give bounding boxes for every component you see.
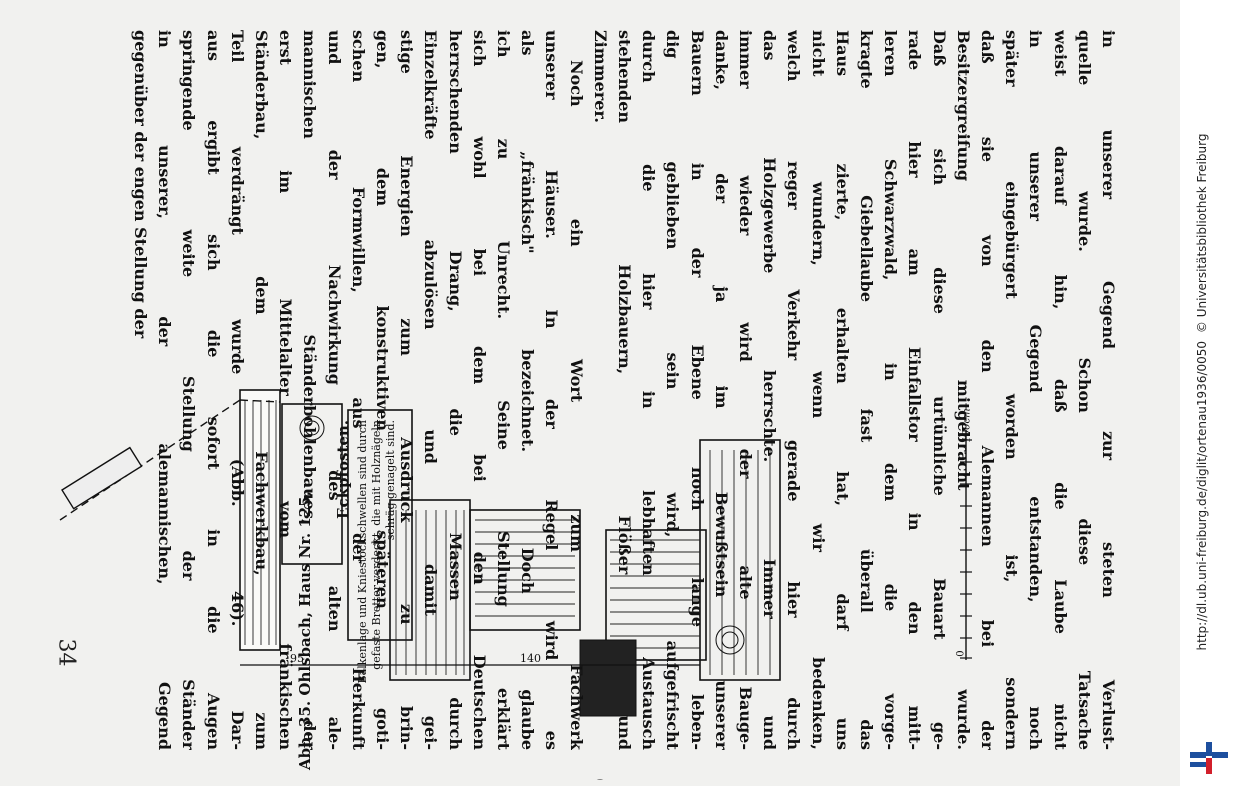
text-line: sich wohl bei dem bei den Deutschen	[469, 30, 489, 750]
source-url[interactable]: http://dl.ub.uni-freiburg.de/diglit/orte…	[1195, 340, 1209, 651]
text-line: Bauern in der Ebene noch lange leben-	[687, 30, 707, 750]
text-line: stehenden Holzbauern, Flößer und	[615, 30, 634, 750]
sidebar-text: http://dl.ub.uni-freiburg.de/diglit/orte…	[1195, 12, 1211, 772]
text-line: welch reger Verkehr gerade hier durch	[784, 30, 804, 750]
text-line: Daß sich diese urtümliche Bauart ge-	[929, 30, 949, 750]
text-line: in unserer Gegend zur steten Verlust-	[1099, 30, 1118, 750]
dimension-right: 140	[520, 652, 541, 665]
text-line: unserer Häuser. In der Regel wird es	[542, 30, 562, 750]
text-line: aus ergibt sich die sofort in die Augen	[203, 30, 223, 750]
sidebar-strip	[1180, 0, 1236, 786]
text-line: Einzelkräfte abzulösen und damit gei-	[421, 30, 441, 750]
text-line: herrschenden Drang, die Massen durch	[445, 30, 465, 750]
text-line: rade hier am Einfallstor in den mitt-	[905, 30, 925, 750]
text-line: durch die hier in lebhaften Austausch	[639, 30, 659, 750]
text-line: Noch ein Wort zum Fachwerk	[566, 60, 586, 750]
caption-note-line1: Balkenlage und Kniestockschwellen sind d…	[356, 420, 369, 684]
text-line: dig geblieben sein wird, aufgefrischt	[663, 30, 683, 750]
caption-note-line2: gefaste Bretter verdeckt, die mit Holznä…	[370, 420, 383, 670]
copyright-text: © Universitätsbibliothek Freiburg	[1195, 133, 1209, 334]
text-line: mannischen Ständerbohlenbaues, der	[300, 30, 320, 750]
body-text: in unserer Gegend zur steten Verlust-que…	[108, 30, 1118, 770]
text-line: ich zu Unrecht. Seine Stellung erklärt	[494, 30, 513, 750]
text-line: leren Schwarzwald, in dem die vorge-	[881, 30, 901, 750]
figure-corner-post-drawing: 95 140	[59, 389, 781, 780]
text-line: Zimmerer.	[590, 30, 610, 123]
text-line: Teil verdrängt wurde (Abb. 46). Dar-	[227, 30, 247, 750]
text-line: daß sie von den Alemannen bei der	[978, 30, 997, 750]
caption-note-line3: schräg genagelt sind.	[384, 420, 397, 541]
text-line: danke, der ja im Bewußtsein unserer	[711, 30, 731, 750]
text-line: nicht wundern, wenn wir bedenken,	[808, 30, 828, 750]
text-line: quelle wurde. Schon diese Tatsache	[1074, 30, 1094, 750]
text-line: Ständerbau, dem Fachwerkbau, zum	[252, 30, 271, 750]
text-line: immer wieder wird der alte Bauge-	[736, 30, 755, 750]
text-line: Haus zierte, erhalten hat, darf uns	[832, 30, 852, 750]
text-line: springende weite Stellung der Ständer	[179, 30, 199, 750]
text-line: als „fränkisch" bezeichnet. Doch glaube	[518, 30, 538, 750]
text-line: Besitzergreifung mitgebracht wurde.	[953, 30, 973, 750]
scanned-page: 34	[53, 30, 1118, 780]
scale-bar	[960, 430, 972, 660]
text-line: später eingebürgert worden ist, sondern	[1002, 30, 1022, 750]
caption-subtitle: Eckpfosten.	[334, 420, 352, 519]
text-line: kragte Giebellaube fast überall das	[857, 30, 876, 750]
dimension-left: 95	[290, 652, 304, 665]
library-logo-icon	[1190, 742, 1228, 774]
text-line: in unserer Gegend entstanden, noch	[1026, 30, 1046, 750]
text-line: gegenüber der engen Stellung der	[131, 30, 150, 339]
text-line: erst im Mittelalter vom fränkischen	[276, 30, 296, 750]
text-line: das Holzgewerbe herrschte. Immer und	[760, 30, 780, 750]
text-line: in unserer, der alemannischen, Gegend	[155, 30, 175, 750]
text-line: weist darauf hin, daß die Laube nicht	[1050, 30, 1070, 750]
